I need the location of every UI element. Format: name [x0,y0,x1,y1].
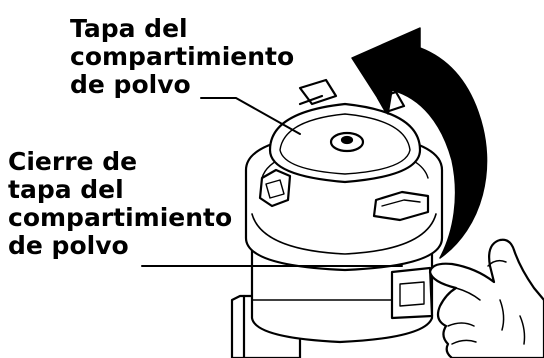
right-handle [372,190,430,222]
callout-line: Tapa del [70,14,188,43]
leader-line-lid [200,97,301,135]
callout-line: compartimiento [8,203,233,232]
callout-dust-compartment-lid-latch: Cierre de tapa del compartimiento de pol… [8,148,232,260]
callout-dust-compartment-lid: Tapa del compartimiento de polvo [70,15,294,99]
callout-line: de polvo [8,231,129,260]
callout-line: de polvo [70,70,191,99]
callout-line: Cierre de [8,147,138,176]
callout-line: compartimiento [70,42,295,71]
callout-line: tapa del [8,175,124,204]
hand-illustration [428,238,544,358]
rotation-arrow [351,27,488,259]
